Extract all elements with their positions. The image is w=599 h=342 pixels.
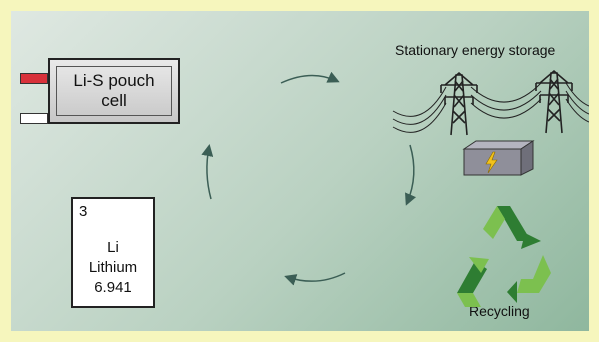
positive-tab — [20, 73, 48, 84]
storage-caption: Stationary energy storage — [395, 42, 556, 58]
cycle-arrow-right — [405, 144, 417, 206]
power-tower-icon — [535, 69, 573, 134]
element-name: Lithium — [88, 259, 138, 276]
lightning-icon — [485, 151, 498, 174]
pouch-cell-label: Li-S pouch cell — [73, 71, 154, 111]
pouch-label-line2: cell — [101, 91, 127, 110]
cycle-arrow-left — [201, 144, 214, 200]
diagram-panel: Li-S pouch cell 3 Li Lithium 6.941 Stati… — [11, 11, 589, 331]
element-symbol: Li — [107, 239, 119, 256]
battery-icon — [462, 140, 535, 176]
pouch-label-line1: Li-S pouch — [73, 71, 155, 90]
cycle-arrow-bottom — [284, 272, 346, 286]
lithium-element-card: 3 Li Lithium 6.941 — [71, 197, 155, 308]
atomic-mass: 6.941 — [94, 279, 132, 296]
pouch-cell: Li-S pouch cell — [48, 58, 180, 124]
recycling-caption: Recycling — [469, 303, 530, 319]
power-lines — [392, 82, 589, 133]
negative-tab — [20, 113, 48, 124]
power-tower-icon — [440, 71, 478, 136]
graphics-layer — [201, 69, 589, 307]
cycle-arrow-top — [280, 71, 340, 84]
recycle-icon — [457, 206, 551, 307]
atomic-number: 3 — [79, 203, 88, 220]
